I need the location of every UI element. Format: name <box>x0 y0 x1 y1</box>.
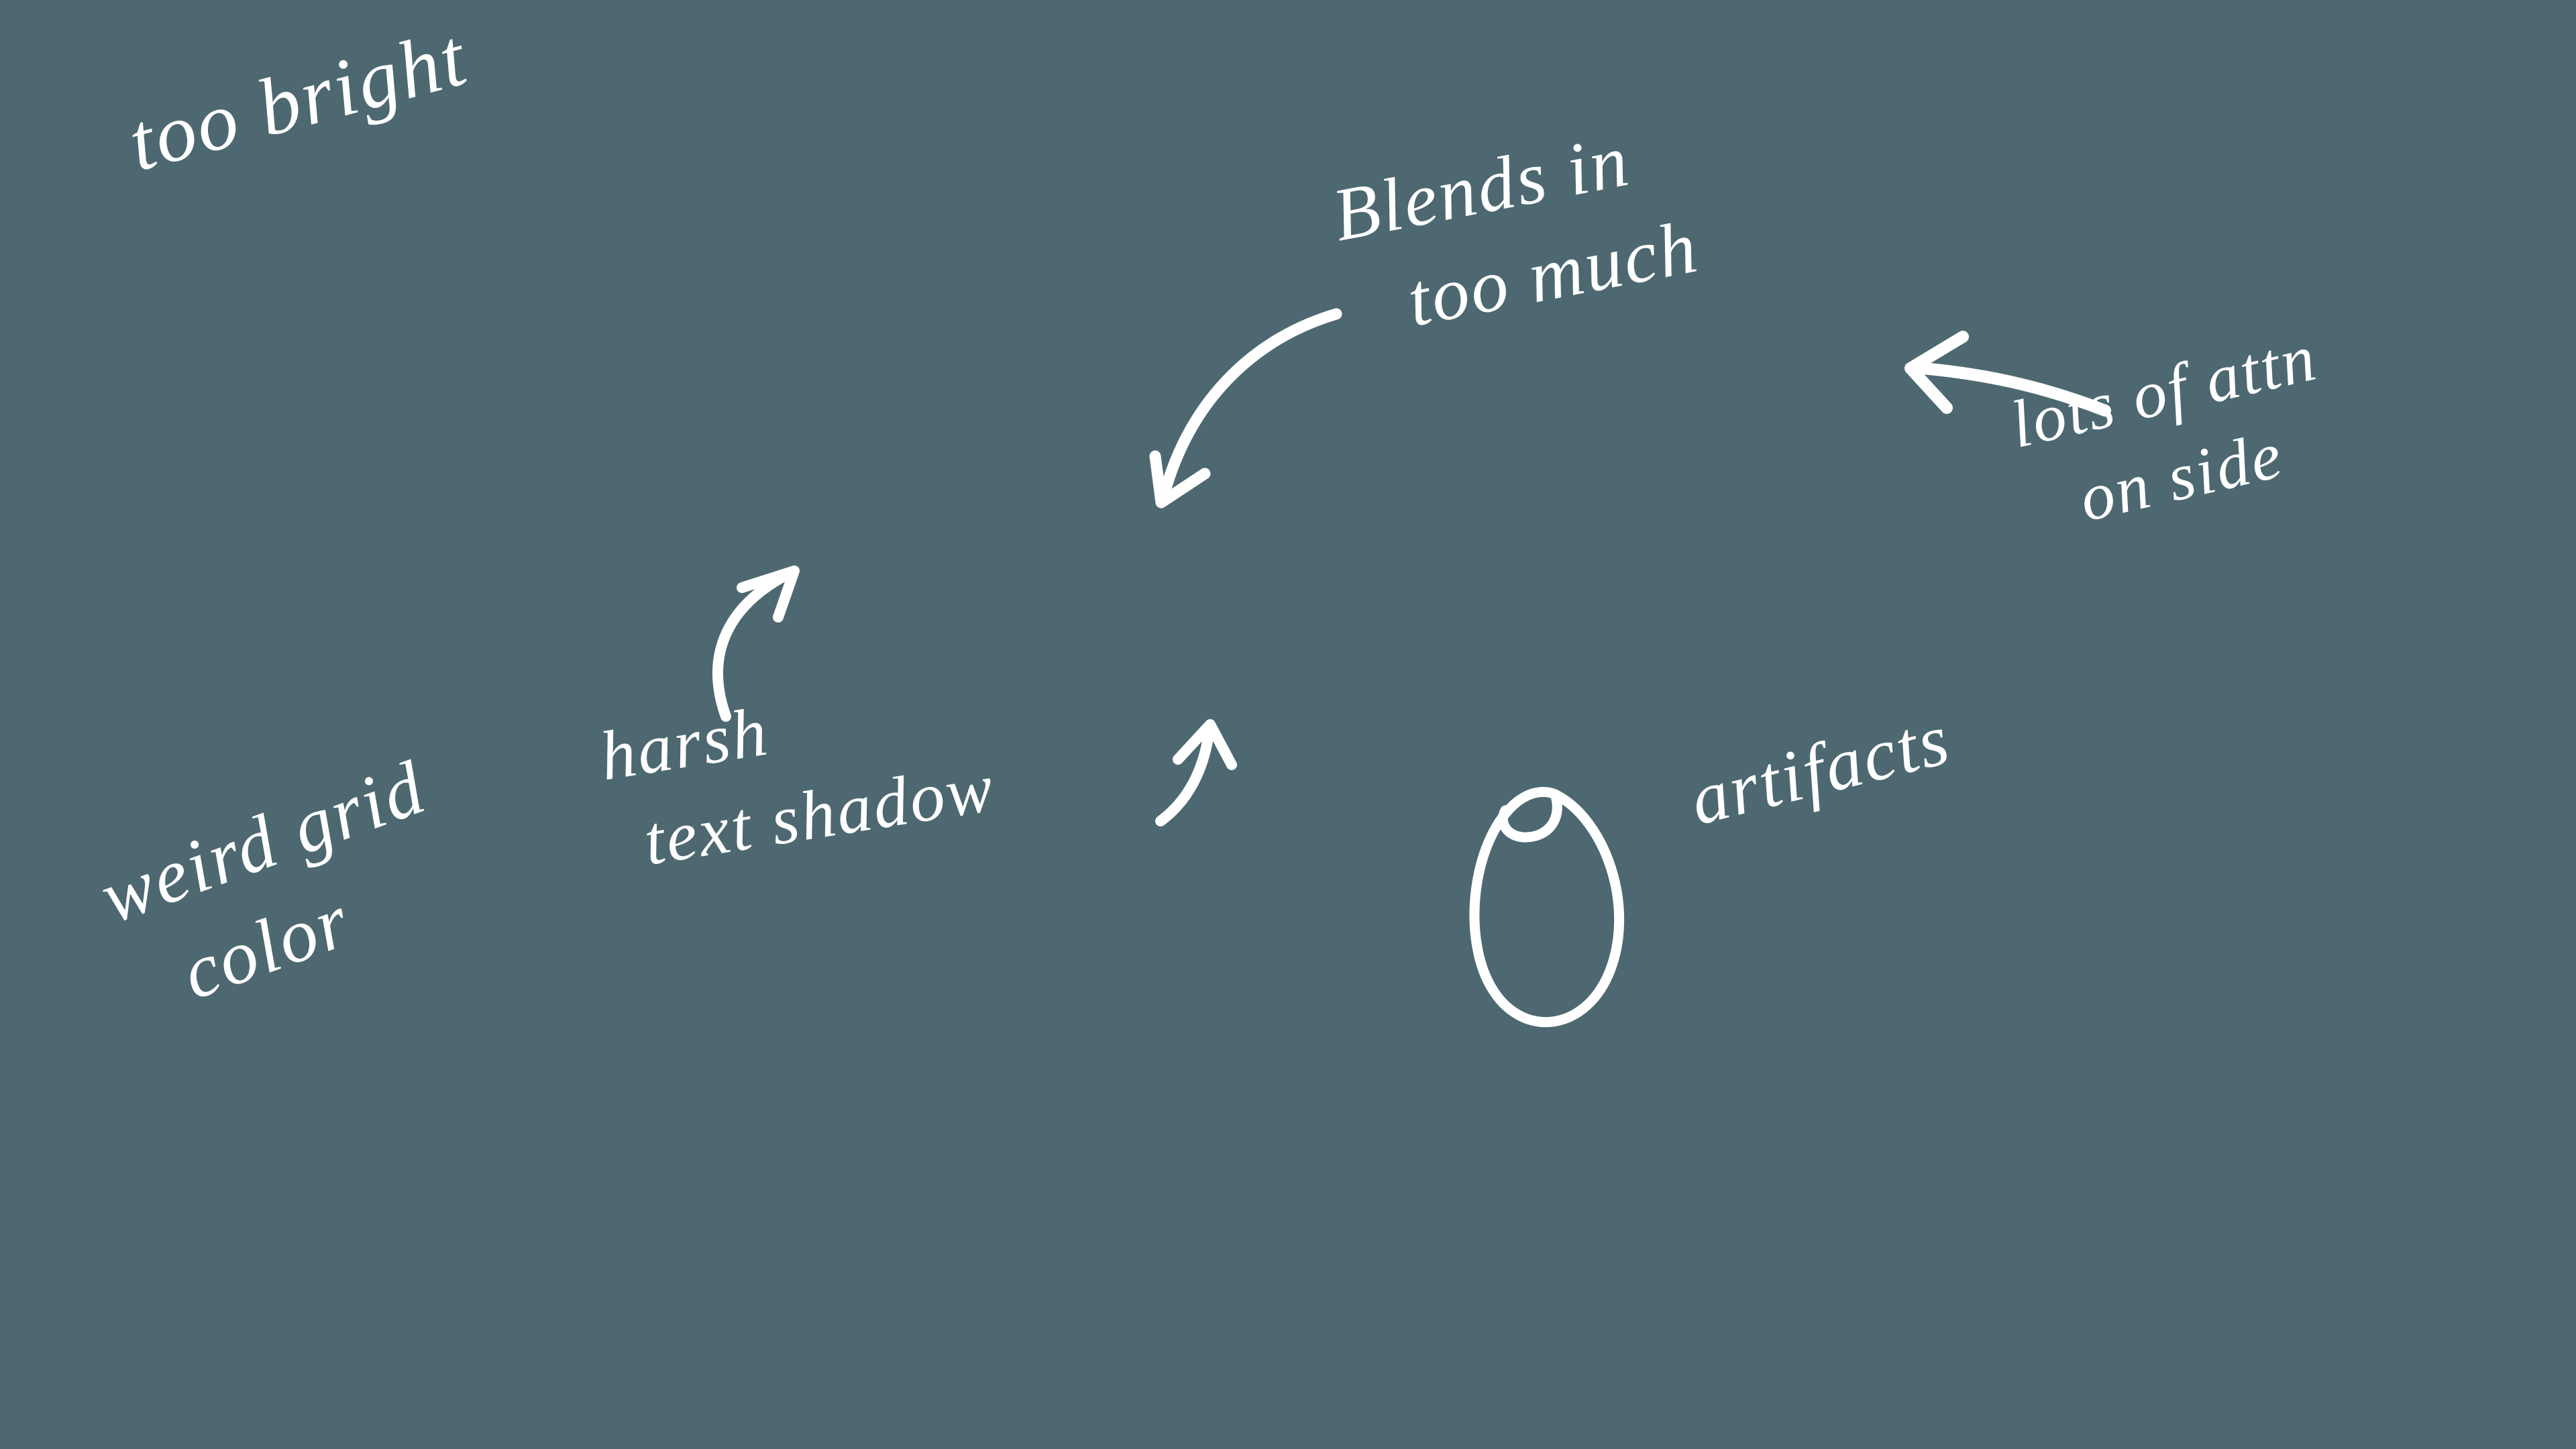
note-artifacts: artifacts <box>1680 691 1960 848</box>
note-too-bright-text: too bright <box>119 11 476 189</box>
note-lots-of-attn: lots of attn on side <box>2002 314 2345 554</box>
arrow-from-shadow-icon <box>1155 719 1237 826</box>
note-harsh-text-shadow: harsh text shadow <box>594 653 1001 892</box>
note-too-bright: too bright <box>117 5 478 197</box>
artifact-circle-icon <box>1469 787 1625 1028</box>
note-weird-grid-color: weird grid color <box>87 738 473 1040</box>
note-artifacts-text: artifacts <box>1682 697 1958 841</box>
arrow-to-blends-icon <box>1149 308 1342 508</box>
note-blends-in: Blends in too much <box>1325 102 1707 361</box>
